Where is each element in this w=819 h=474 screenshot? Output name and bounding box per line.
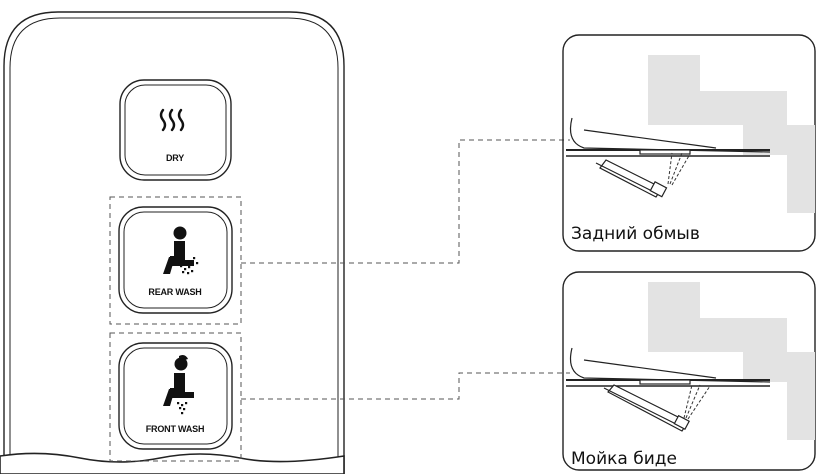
nozzle-arm (603, 384, 690, 432)
rear-wash-label: REAR WASH (148, 287, 201, 297)
seat-silhouette-shape (648, 55, 815, 213)
seated-person-front-spray-icon (163, 355, 194, 415)
nozzle-arm (595, 159, 668, 198)
front-wash-connector (241, 372, 570, 400)
rear-wash-highlight-frame (109, 196, 242, 325)
front-wash-button[interactable]: FRONT WASH (118, 342, 233, 450)
rear-wash-caption: Задний обмыв (571, 224, 700, 244)
seated-person-rear-spray-icon (163, 226, 199, 275)
toilet-seat-cross-section (566, 347, 771, 387)
dry-button[interactable]: DRY (119, 79, 232, 181)
dry-label: DRY (166, 153, 184, 163)
front-wash-label: FRONT WASH (146, 424, 205, 434)
water-spray-lines (667, 152, 691, 186)
steam-icon (159, 108, 185, 132)
toilet-seat-cross-section (566, 117, 771, 157)
rear-wash-button[interactable]: REAR WASH (118, 206, 233, 314)
remote-control-body (0, 11, 345, 474)
front-wash-caption: Мойка биде (571, 449, 677, 469)
cutoff-edge (0, 452, 345, 474)
rear-wash-connector (241, 139, 570, 264)
front-wash-panel: Мойка биде (562, 271, 816, 471)
seat-silhouette-shape (648, 282, 815, 440)
rear-wash-panel: Задний обмыв (562, 34, 816, 252)
front-wash-highlight-frame (109, 332, 242, 462)
water-spray-lines (683, 384, 711, 420)
